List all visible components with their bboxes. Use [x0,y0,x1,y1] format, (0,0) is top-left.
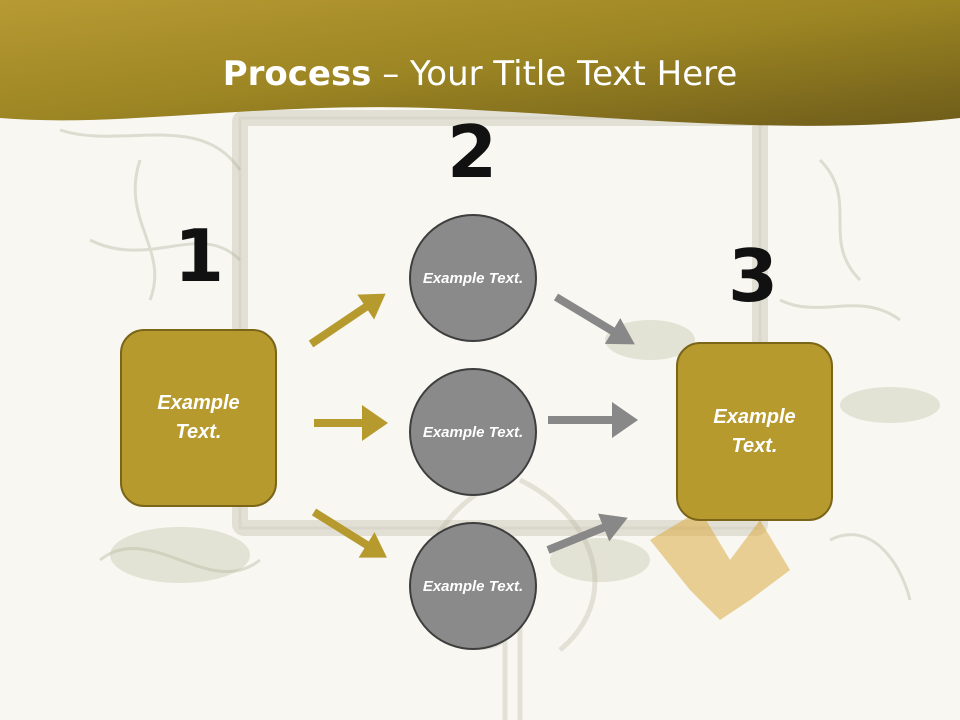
process-circle-bottom[interactable]: Example Text. [409,522,537,650]
arrow-right-down-gray [553,293,635,345]
step-box-1[interactable]: Example Text. [120,329,277,507]
step-box-3[interactable]: Example Text. [676,342,833,521]
arrow-right-up-gold [308,293,386,348]
process-circle-top[interactable]: Example Text. [409,214,537,342]
arrow-right-up-gray [546,513,628,554]
process-circle-middle-label: Example Text. [422,423,524,441]
arrow-right-gold [314,405,388,441]
process-circle-bottom-label: Example Text. [422,577,524,595]
process-circle-middle[interactable]: Example Text. [409,368,537,496]
title-rest: – Your Title Text Here [371,54,738,94]
step-box-3-label: Example Text. [713,405,796,457]
process-circle-top-label: Example Text. [422,269,524,287]
step-number-1: 1 [173,214,225,298]
title-bold: Process [222,54,372,94]
arrow-right-gray [548,402,638,438]
step-box-1-label: Example Text. [157,392,240,443]
arrow-right-down-gold [311,508,387,558]
slide-title: Process – Your Title Text Here [0,52,960,96]
step-number-3: 3 [727,234,779,318]
step-number-2: 2 [446,110,498,194]
